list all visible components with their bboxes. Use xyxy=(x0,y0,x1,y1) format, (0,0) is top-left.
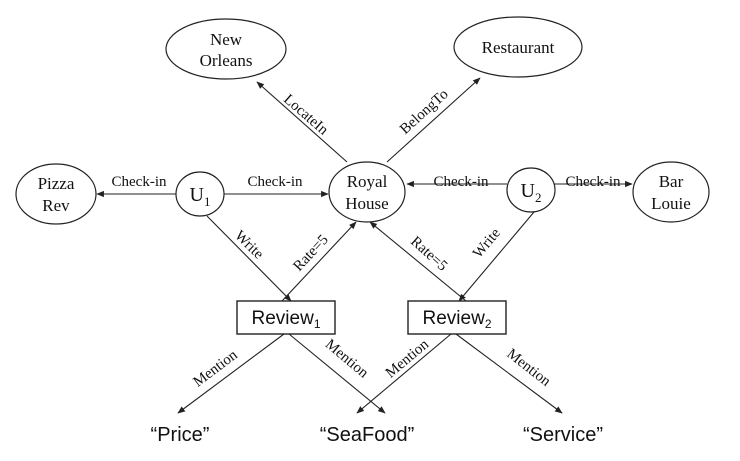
label-mention-r1-seafood: Mention xyxy=(322,336,372,381)
node-pizza-rev: Pizza Rev xyxy=(15,163,97,225)
u2-subscript: 2 xyxy=(535,190,542,205)
u1-subscript: 1 xyxy=(204,194,211,209)
edge-review1-mention-price xyxy=(177,333,285,414)
u2-base: U xyxy=(521,180,536,202)
bar-louie-ellipse xyxy=(632,161,710,223)
u2-label: U2 xyxy=(521,180,542,205)
label-checkin-u2-bar: Check-in xyxy=(566,174,621,190)
node-restaurant: Restaurant xyxy=(453,16,583,78)
royal-house-ellipse xyxy=(328,161,406,223)
label-locate-in: LocateIn xyxy=(280,91,331,138)
review1-base: Review xyxy=(252,308,315,329)
node-bar-louie: Bar Louie xyxy=(632,161,710,223)
label-write-u2: Write xyxy=(470,225,504,261)
u1-ellipse xyxy=(175,171,225,217)
node-review2: Review2 xyxy=(407,300,507,335)
review1-box xyxy=(236,300,336,335)
edge-review1-rate xyxy=(281,221,357,302)
bar-louie-label-line2: Louie xyxy=(651,194,691,213)
edge-review1-mention-seafood xyxy=(288,333,386,414)
u2-ellipse xyxy=(506,167,556,213)
edge-review2-mention-service xyxy=(455,333,563,414)
edges xyxy=(96,77,633,414)
term-price: “Price” xyxy=(151,424,210,446)
u1-base: U xyxy=(190,184,205,206)
term-service: “Service” xyxy=(523,424,603,446)
label-rate-r2: Rate=5 xyxy=(407,234,450,275)
edge-u1-write xyxy=(206,215,292,302)
u1-label: U1 xyxy=(190,184,211,209)
pizza-rev-label-line2: Rev xyxy=(42,196,70,215)
edge-belong-to xyxy=(386,77,481,163)
review2-label: Review2 xyxy=(423,308,492,331)
review1-subscript: 1 xyxy=(314,317,321,331)
edge-review2-rate xyxy=(369,221,467,302)
label-mention-r1-price: Mention xyxy=(190,347,241,391)
royal-house-label-line2: House xyxy=(345,194,388,213)
review2-subscript: 2 xyxy=(485,317,492,331)
label-checkin-u1-pizza: Check-in xyxy=(112,174,167,190)
new-orleans-label-line1: New xyxy=(210,30,243,49)
label-rate-r1: Rate=5 xyxy=(290,232,331,275)
review2-box xyxy=(407,300,507,335)
label-belong-to: BelongTo xyxy=(397,86,452,137)
restaurant-ellipse xyxy=(453,16,583,78)
label-checkin-u2-royal: Check-in xyxy=(434,174,489,190)
node-royal-house: Royal House xyxy=(328,161,406,223)
new-orleans-ellipse xyxy=(165,18,287,80)
label-checkin-u1-royal: Check-in xyxy=(248,174,303,190)
node-u2: U2 xyxy=(506,167,556,213)
bar-louie-label-line1: Bar xyxy=(659,172,684,191)
pizza-rev-label-line1: Pizza xyxy=(38,174,75,193)
label-mention-r2-seafood: Mention xyxy=(383,336,433,381)
edge-review2-mention-seafood xyxy=(356,333,452,414)
restaurant-label: Restaurant xyxy=(482,38,555,57)
royal-house-label-line1: Royal xyxy=(347,172,388,191)
term-seafood: “SeaFood” xyxy=(320,424,415,446)
review2-base: Review xyxy=(423,308,486,329)
node-u1: U1 xyxy=(175,171,225,217)
edge-locate-in xyxy=(256,81,348,163)
new-orleans-label-line2: Orleans xyxy=(200,51,253,70)
node-review1: Review1 xyxy=(236,300,336,335)
pizza-rev-ellipse xyxy=(15,163,97,225)
node-new-orleans: New Orleans xyxy=(165,18,287,80)
label-mention-r2-service: Mention xyxy=(504,346,554,390)
edge-u2-write xyxy=(458,211,535,302)
review1-label: Review1 xyxy=(252,308,321,331)
